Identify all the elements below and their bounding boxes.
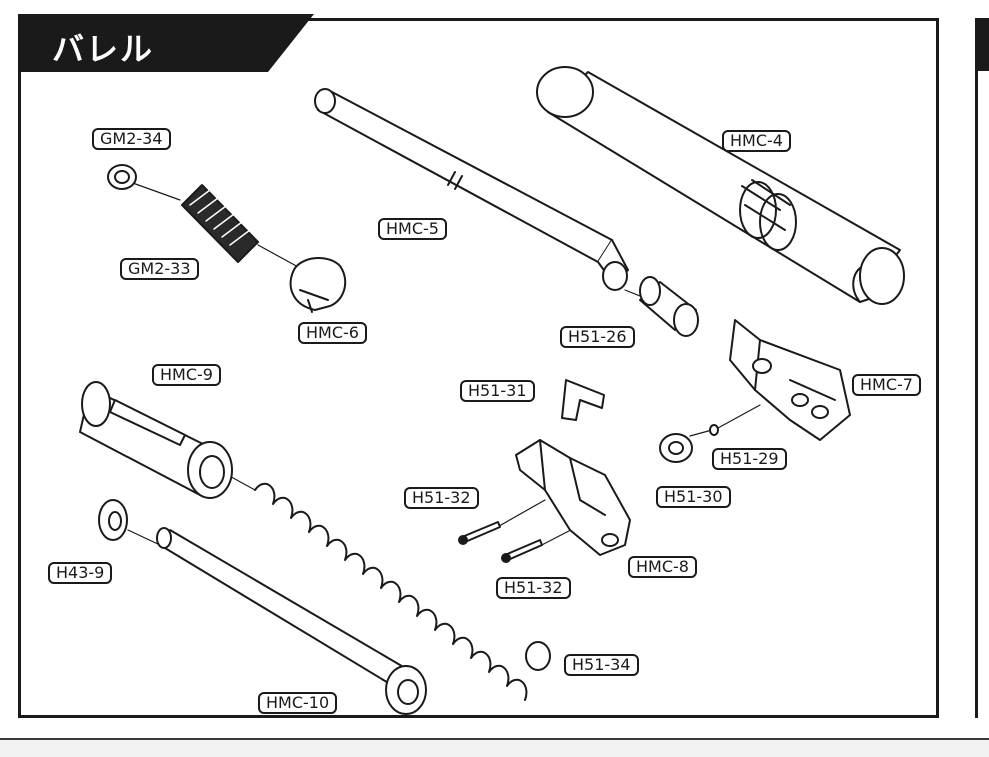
section-title-tab: [18, 14, 314, 72]
hmc-7-chamber: [729, 319, 851, 441]
label-gm2-34: GM2-34: [92, 128, 171, 150]
section-title: バレル: [52, 30, 155, 68]
label-hmc-4: HMC-4: [722, 130, 791, 152]
label-hmc-6: HMC-6: [298, 322, 367, 344]
h51-34-spring: [254, 483, 551, 701]
hmc-5-inner-barrel: [314, 88, 629, 291]
gm2-34-washer: [107, 164, 137, 190]
h51-30-nut: [659, 433, 693, 463]
label-h51-31: H51-31: [460, 380, 535, 402]
h51-29-oring: [709, 424, 719, 436]
hmc-4-outer-barrel: [536, 66, 905, 305]
label-h43-9: H43-9: [48, 562, 113, 584]
next-panel-header: [978, 21, 989, 71]
hmc-8-hopup: [515, 439, 631, 556]
label-gm2-33: GM2-33: [120, 258, 199, 280]
hmc-6-clip: [289, 257, 347, 313]
h51-26-bushing: [639, 276, 699, 337]
hmc-9-guide: [79, 381, 233, 499]
next-panel-edge: [975, 18, 989, 718]
label-hmc-7: HMC-7: [852, 374, 921, 396]
label-h51-29: H51-29: [712, 448, 787, 470]
label-h51-32-lower: H51-32: [496, 577, 571, 599]
gm2-33-spring: [181, 184, 259, 263]
label-h51-32-upper: H51-32: [404, 487, 479, 509]
h51-31-clip: [561, 379, 605, 421]
h51-32-screw-b: [501, 539, 543, 563]
next-section-edge: [0, 738, 989, 757]
label-h51-30: H51-30: [656, 486, 731, 508]
hmc-10-rod: [156, 527, 427, 715]
diagram-frame: [18, 18, 939, 718]
label-h51-34: H51-34: [564, 654, 639, 676]
h43-9-washer: [98, 499, 128, 541]
label-hmc-5: HMC-5: [378, 218, 447, 240]
label-hmc-8: HMC-8: [628, 556, 697, 578]
label-h51-26: H51-26: [560, 326, 635, 348]
label-hmc-10: HMC-10: [258, 692, 338, 714]
label-hmc-9: HMC-9: [152, 364, 221, 386]
leader-lines: [127, 181, 761, 549]
h51-32-screw-a: [458, 521, 501, 545]
